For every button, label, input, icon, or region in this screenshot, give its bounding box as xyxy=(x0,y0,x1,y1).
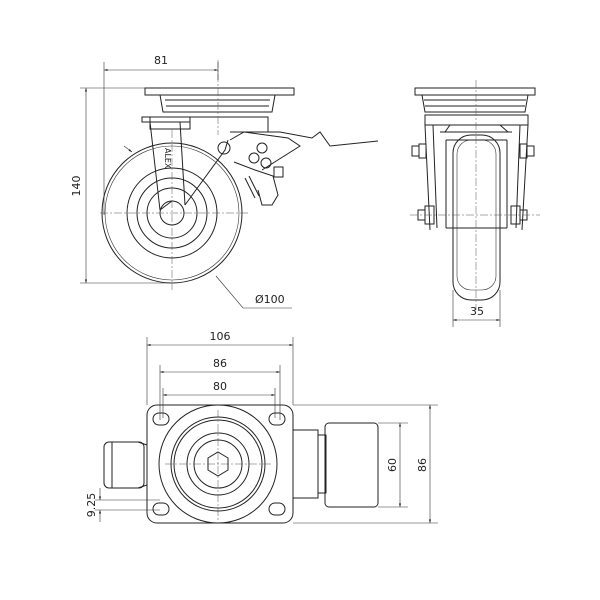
brake-mechanism xyxy=(217,131,379,206)
dim-diameter-100: Ø100 xyxy=(255,293,285,306)
wheel-top xyxy=(324,422,379,508)
dim-86-plate: 86 xyxy=(416,458,429,472)
dim-9-25: 9.25 xyxy=(85,493,98,518)
wheel-front xyxy=(452,134,501,301)
logo-text: ALEX xyxy=(163,148,172,169)
fork xyxy=(149,121,229,211)
dim-35: 35 xyxy=(470,305,484,318)
side-view: ALEX 81 140 Ø100 xyxy=(70,54,379,309)
top-view: 106 86 80 60 86 9.25 xyxy=(85,330,438,524)
dim-80: 80 xyxy=(213,380,227,393)
dim-81: 81 xyxy=(154,54,168,67)
dim-60: 60 xyxy=(386,458,399,472)
front-view: 35 xyxy=(410,80,540,327)
dim-106: 106 xyxy=(210,330,231,343)
top-plate xyxy=(144,87,295,96)
dim-86-holes: 86 xyxy=(213,357,227,370)
mounting-holes xyxy=(152,412,286,516)
brake-pedal xyxy=(103,441,145,489)
dim-140: 140 xyxy=(70,176,83,197)
